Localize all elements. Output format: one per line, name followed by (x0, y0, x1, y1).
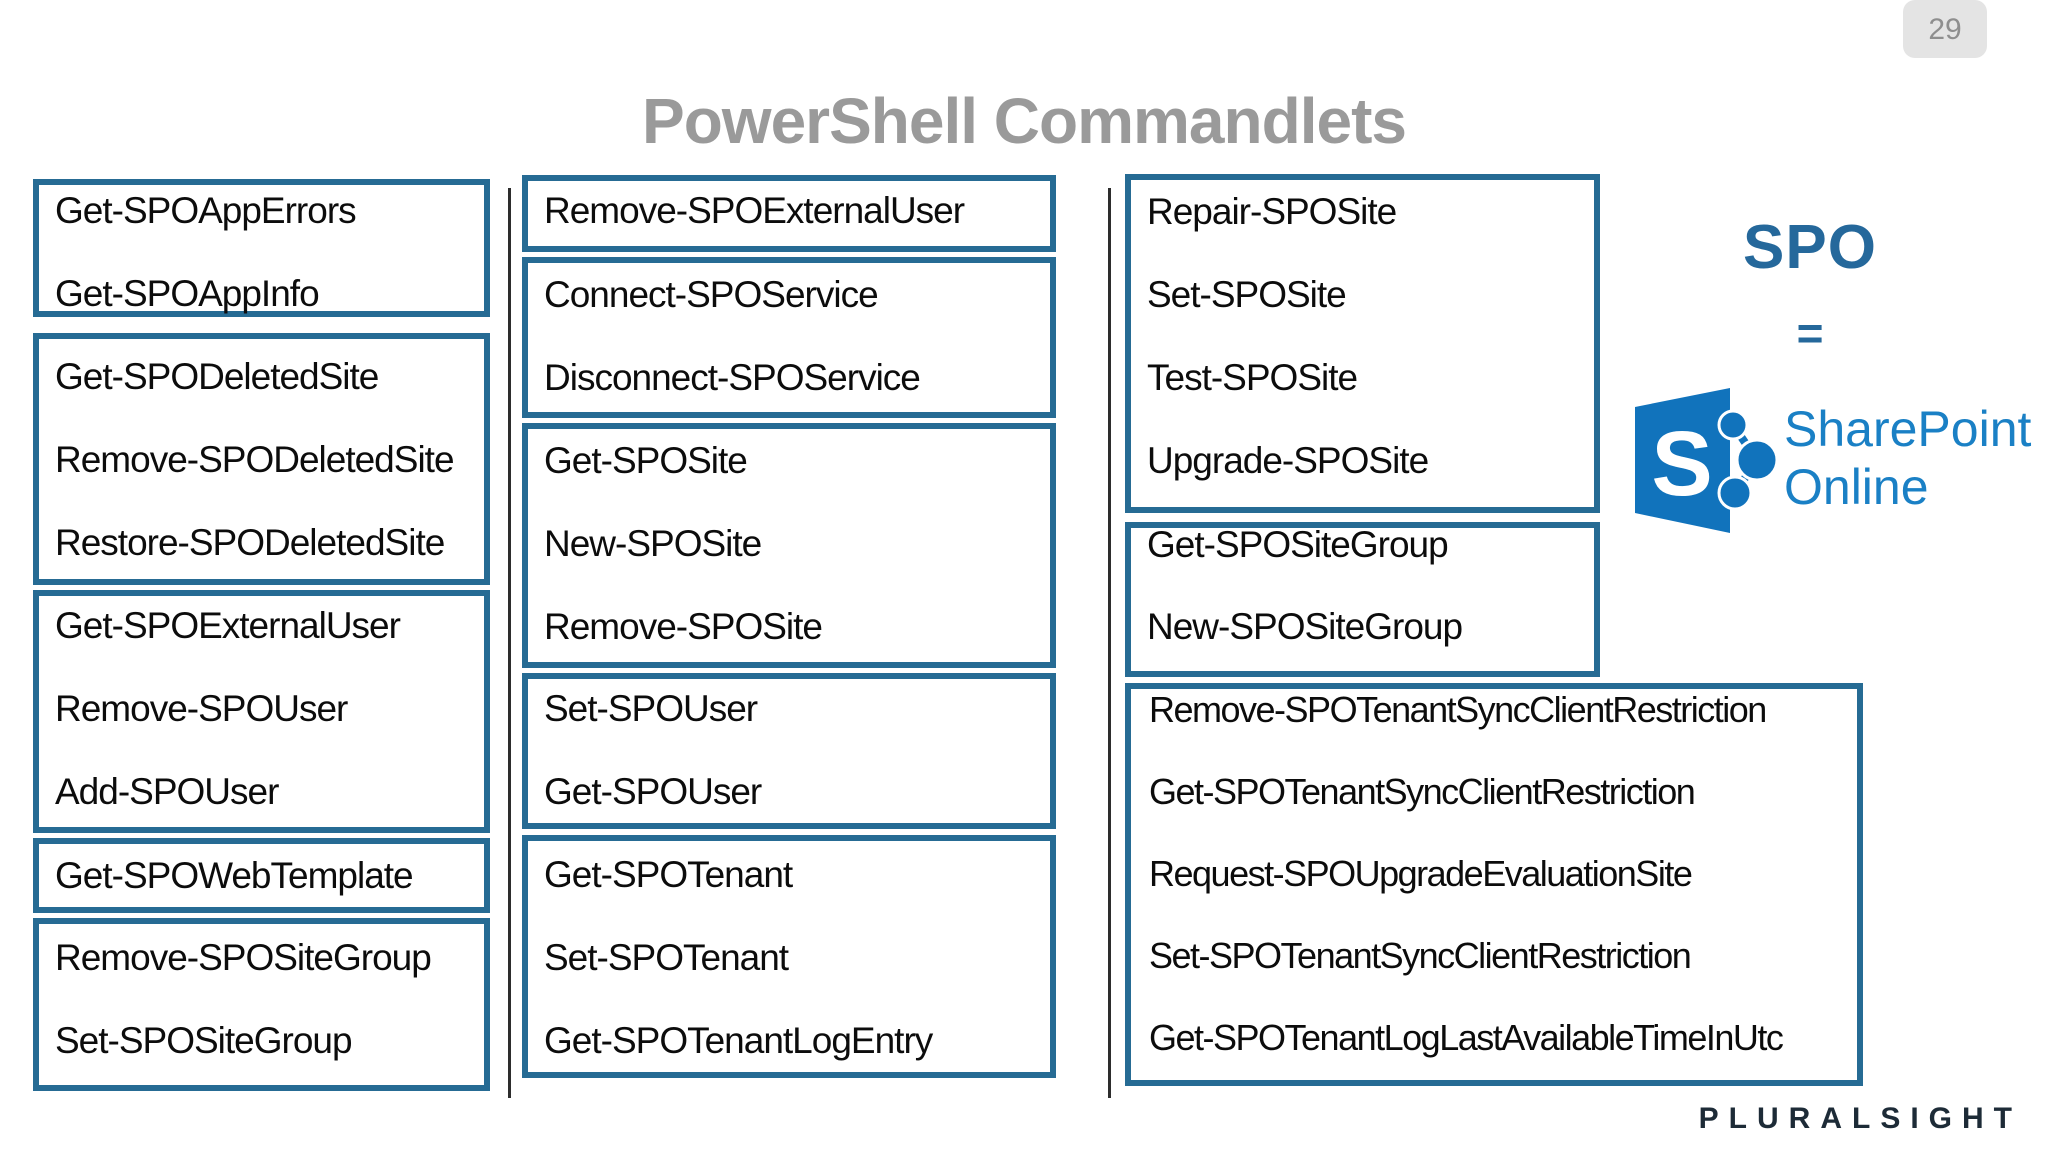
command-group-box: Set-SPOUser Get-SPOUser (522, 673, 1056, 829)
sharepoint-product-name: SharePoint Online (1784, 400, 2031, 516)
command: Set-SPOSiteGroup (55, 1020, 353, 1061)
command-group-box: Get-SPOAppErrors Get-SPOAppInfo (33, 179, 490, 317)
command: New-SPOSite (544, 523, 762, 564)
command: Get-SPOAppErrors (55, 190, 357, 231)
command: Get-SPOTenantSyncClientRestriction (1149, 771, 1696, 812)
command-group-box: Remove-SPOSiteGroup Set-SPOSiteGroup (33, 918, 490, 1091)
command: Request-SPOUpgradeEvaluationSite (1149, 853, 1693, 894)
command: Set-SPOTenantSyncClientRestriction (1149, 935, 1692, 976)
command: Get-SPOTenantLogLastAvailableTimeInUtc (1149, 1017, 1784, 1058)
command: Remove-SPOTenantSyncClientRestriction (1149, 689, 1767, 730)
sharepoint-name-line2: Online (1784, 459, 1929, 515)
command: Get-SPOSiteGroup (1147, 524, 1449, 565)
command: Get-SPOWebTemplate (55, 855, 414, 896)
command: Restore-SPODeletedSite (55, 522, 445, 563)
command-group-box: Remove-SPOExternalUser (522, 175, 1056, 252)
command: Remove-SPODeletedSite (55, 439, 455, 480)
command-group-box: Connect-SPOService Disconnect-SPOService (522, 257, 1056, 418)
equals-sign: = (1796, 307, 1824, 359)
command: Upgrade-SPOSite (1147, 440, 1429, 481)
command-group-box: Get-SPOWebTemplate (33, 838, 490, 913)
sharepoint-logo-icon: S (1635, 388, 1779, 533)
pluralsight-logo: PLURALSIGHT (1698, 1102, 2022, 1135)
sharepoint-logo-letter: S (1651, 413, 1712, 515)
command: Get-SPOTenant (544, 854, 793, 895)
command: Get-SPODeletedSite (55, 356, 379, 397)
column-divider-2 (1108, 188, 1111, 1098)
command-group-box: Get-SPOSite New-SPOSite Remove-SPOSite (522, 423, 1056, 668)
command-group-box: Remove-SPOTenantSyncClientRestriction Ge… (1125, 683, 1863, 1086)
page-number-badge: 29 (1903, 0, 1987, 58)
command-group-box: Get-SPOSiteGroup New-SPOSiteGroup (1125, 522, 1600, 677)
command: Connect-SPOService (544, 274, 879, 315)
command: Set-SPOSite (1147, 274, 1347, 315)
command: Disconnect-SPOService (544, 357, 921, 398)
command: New-SPOSiteGroup (1147, 606, 1463, 647)
command-group-box: Get-SPODeletedSite Remove-SPODeletedSite… (33, 333, 490, 585)
sharepoint-name-line1: SharePoint (1784, 401, 2032, 457)
command-group-box: Get-SPOExternalUser Remove-SPOUser Add-S… (33, 590, 490, 833)
command: Get-SPOAppInfo (55, 273, 320, 314)
command: Remove-SPOExternalUser (544, 190, 965, 231)
command: Get-SPOExternalUser (55, 605, 401, 646)
command: Add-SPOUser (55, 771, 279, 812)
command: Set-SPOTenant (544, 937, 789, 978)
command: Remove-SPOUser (55, 688, 348, 729)
column-divider-1 (508, 188, 511, 1098)
spo-abbreviation: SPO (1743, 213, 1877, 282)
command: Get-SPOSite (544, 440, 748, 481)
command: Get-SPOTenantLogEntry (544, 1020, 933, 1061)
command-group-box: Repair-SPOSite Set-SPOSite Test-SPOSite … (1125, 174, 1600, 513)
command-group-box: Get-SPOTenant Set-SPOTenant Get-SPOTenan… (522, 835, 1056, 1078)
page-title: PowerShell Commandlets (642, 85, 1407, 157)
command: Remove-SPOSite (544, 606, 823, 647)
command: Remove-SPOSiteGroup (55, 937, 432, 978)
command: Set-SPOUser (544, 688, 758, 729)
command: Get-SPOUser (544, 771, 762, 812)
command: Repair-SPOSite (1147, 191, 1397, 232)
command: Test-SPOSite (1147, 357, 1358, 398)
page-number: 29 (1928, 13, 1962, 46)
